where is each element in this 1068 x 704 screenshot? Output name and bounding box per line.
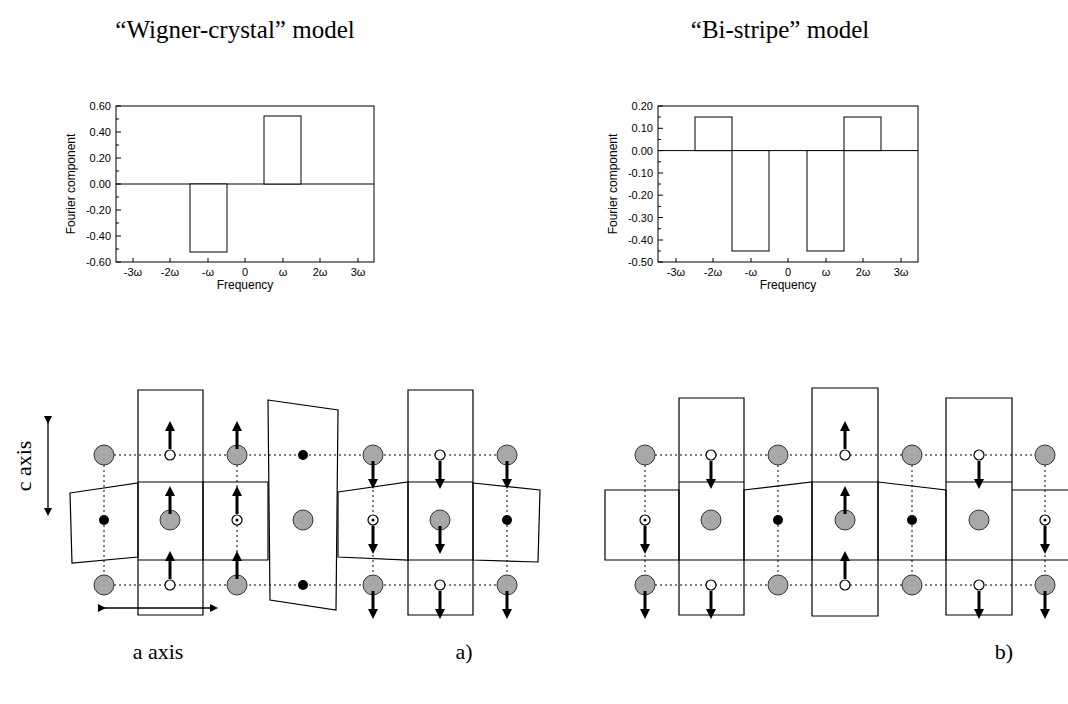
tick-label: 0.00	[90, 178, 111, 190]
axis-label: a axis	[133, 640, 184, 664]
tick-label: 2ω	[856, 266, 871, 278]
tick-label: -0.10	[628, 167, 653, 179]
tick-label: 0.60	[90, 100, 111, 112]
tick-label: 0.10	[632, 122, 653, 134]
panel-title: “Bi-stripe” model	[691, 16, 869, 44]
tick-label: -2ω	[161, 266, 179, 278]
tick-label: -0.30	[628, 211, 653, 223]
bar-chart-left	[116, 106, 374, 262]
tick-label: 0.00	[632, 145, 653, 157]
panel-title: “Wigner-crystal” model	[115, 16, 354, 44]
tick-label: -0.40	[628, 234, 653, 246]
tick-label: -0.20	[628, 189, 653, 201]
tick-label: -2ω	[704, 266, 722, 278]
axis-title: Frequency	[217, 279, 274, 292]
tick-label: -0.20	[86, 204, 111, 216]
tick-label: 0	[785, 266, 791, 278]
tick-label: 0.20	[90, 152, 111, 164]
panel-letter: b)	[995, 640, 1013, 664]
tick-label: ω	[279, 266, 288, 278]
tick-label: 3ω	[351, 266, 366, 278]
tick-label: -0.60	[86, 256, 111, 268]
tick-label: 0.40	[90, 126, 111, 138]
panel-letter: a)	[455, 640, 472, 664]
tick-label: 2ω	[313, 266, 328, 278]
axis-title: Fourier component	[607, 134, 620, 235]
lattice-wigner	[70, 390, 540, 619]
axis-title: Frequency	[760, 279, 817, 292]
axis-label: c axis	[12, 441, 36, 492]
tick-label: ω	[822, 266, 831, 278]
tick-label: -ω	[202, 266, 214, 278]
lattice-bistripe	[605, 388, 1068, 619]
tick-label: -3ω	[667, 266, 685, 278]
tick-label: -3ω	[124, 266, 142, 278]
axis-arrows	[48, 420, 214, 608]
tick-label: 0.20	[632, 100, 653, 112]
tick-label: -0.50	[628, 256, 653, 268]
tick-label: 0	[242, 266, 248, 278]
tick-label: 3ω	[894, 266, 909, 278]
bar-chart-right	[658, 106, 918, 262]
tick-label: -0.40	[86, 230, 111, 242]
axis-title: Fourier component	[65, 134, 78, 235]
tick-label: -ω	[745, 266, 757, 278]
